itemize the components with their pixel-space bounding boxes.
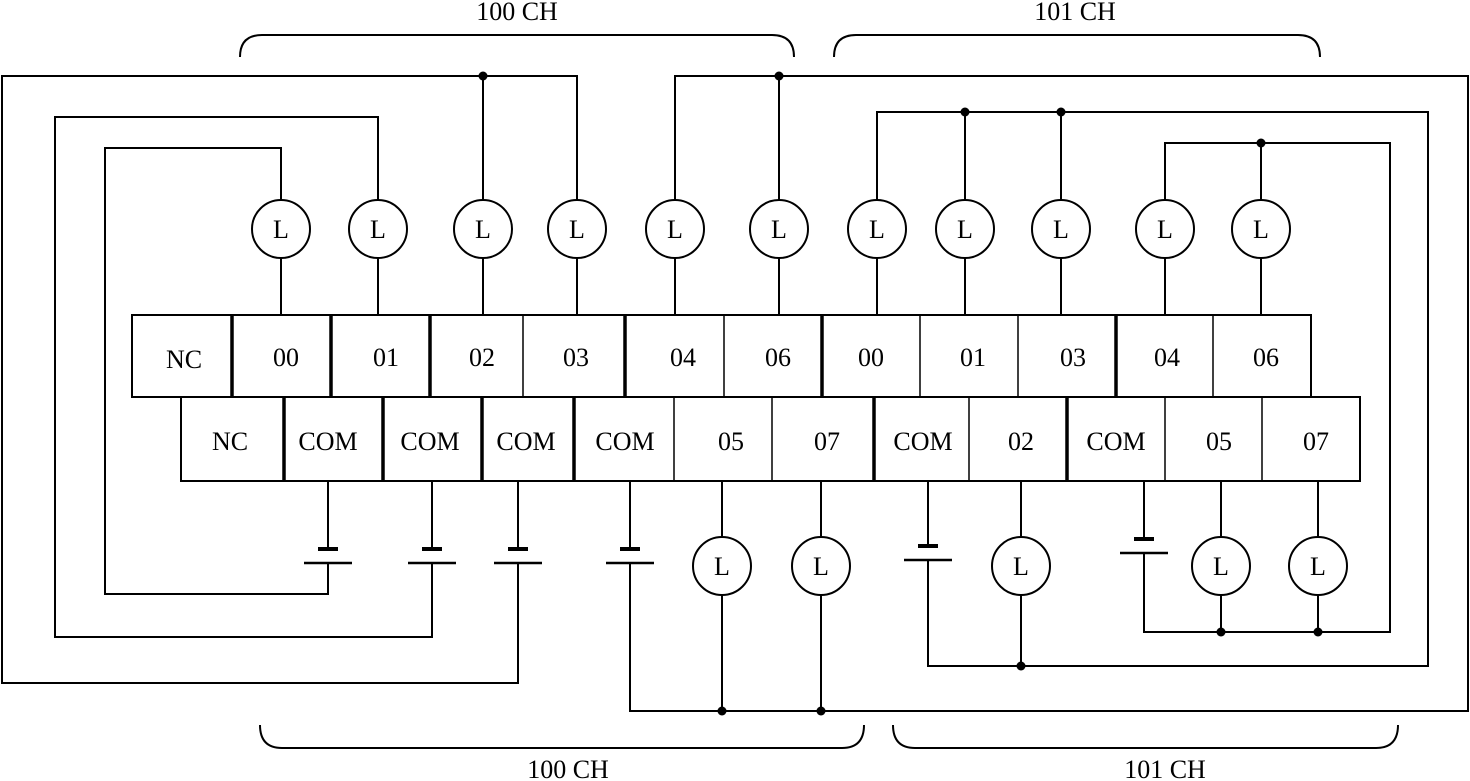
terminal-row-top-frame bbox=[131, 314, 1312, 398]
terminal-top-5: 04 bbox=[670, 343, 696, 372]
lamp-icon: L bbox=[1231, 199, 1291, 259]
lamp-icon: L bbox=[645, 199, 705, 259]
channel-brace-bottom-101 bbox=[892, 724, 1399, 749]
lamp-icon: L bbox=[791, 536, 851, 596]
lamp-label: L bbox=[370, 215, 386, 244]
terminal-top-3: 02 bbox=[469, 343, 495, 372]
terminal-top-7: 00 bbox=[858, 343, 884, 372]
lamp-label: L bbox=[1013, 552, 1029, 581]
junction-dot bbox=[960, 107, 970, 117]
terminal-bottom-3: COM bbox=[496, 427, 555, 456]
lamp-icon: L bbox=[991, 536, 1051, 596]
lamp-label: L bbox=[869, 215, 885, 244]
channel-label-top-101: 101 CH bbox=[1034, 0, 1116, 26]
lamp-label: L bbox=[1213, 552, 1229, 581]
terminal-top-6: 06 bbox=[765, 343, 791, 372]
lamp-label: L bbox=[667, 215, 683, 244]
terminal-bottom-11: 07 bbox=[1303, 427, 1329, 456]
lamp-icon: L bbox=[251, 199, 311, 259]
lamp-label: L bbox=[1053, 215, 1069, 244]
wire-100-00-loop bbox=[104, 147, 329, 595]
lamp-icon: L bbox=[692, 536, 752, 596]
terminal-bottom-2: COM bbox=[400, 427, 459, 456]
wire-101-00-03-loop bbox=[876, 111, 1429, 667]
terminal-top-4: 03 bbox=[563, 343, 589, 372]
junction-dots bbox=[478, 71, 1323, 716]
terminal-top-2: 01 bbox=[373, 343, 399, 372]
lamp-icon: L bbox=[935, 199, 995, 259]
channel-label-top-100: 100 CH bbox=[476, 0, 558, 26]
battery-symbol bbox=[606, 547, 654, 565]
terminal-top-0: NC bbox=[166, 345, 202, 374]
lamp-label: L bbox=[813, 552, 829, 581]
terminal-bottom-9: COM bbox=[1086, 427, 1145, 456]
terminal-bottom-4: COM bbox=[595, 427, 654, 456]
lamp-icon: L bbox=[1191, 536, 1251, 596]
wire-outer-right-loop bbox=[629, 75, 1469, 712]
lamp-label: L bbox=[1157, 215, 1173, 244]
lamp-label: L bbox=[273, 215, 289, 244]
wire-100-01-loop bbox=[54, 116, 433, 638]
wire-outer-left-loop bbox=[1, 75, 519, 684]
lamp-icon: L bbox=[1135, 199, 1195, 259]
junction-dot bbox=[717, 706, 727, 716]
terminal-row-bottom: NC COM COM COM COM 05 07 COM 02 COM 05 0… bbox=[180, 396, 1361, 482]
junction-dot bbox=[1016, 661, 1026, 671]
lamp-icon: L bbox=[453, 199, 513, 259]
terminal-bottom-8: 02 bbox=[1008, 427, 1034, 456]
wire-101-04-06-loop bbox=[1143, 142, 1391, 633]
lamp-label: L bbox=[475, 215, 491, 244]
channel-brace-bottom-100 bbox=[259, 724, 865, 749]
junction-dot bbox=[1256, 138, 1266, 148]
terminal-top-8: 01 bbox=[960, 343, 986, 372]
terminal-bottom-6: 07 bbox=[814, 427, 840, 456]
terminal-top-9: 03 bbox=[1060, 343, 1086, 372]
lamp-icon: L bbox=[348, 199, 408, 259]
batteries bbox=[304, 537, 1168, 565]
terminal-bottom-1: COM bbox=[298, 427, 357, 456]
terminal-row-top: NC 00 01 02 03 04 06 00 01 03 04 06 bbox=[131, 314, 1312, 398]
lamp-label: L bbox=[569, 215, 585, 244]
lamp-label: L bbox=[714, 552, 730, 581]
channel-label-bottom-101: 101 CH bbox=[1124, 755, 1206, 781]
battery-symbol bbox=[904, 544, 952, 562]
wire-100-02-03-loop bbox=[482, 75, 578, 200]
channel-label-bottom-100: 100 CH bbox=[527, 755, 609, 781]
battery-symbol bbox=[304, 547, 352, 565]
terminal-top-10: 04 bbox=[1154, 343, 1180, 372]
battery-symbol bbox=[1120, 537, 1168, 555]
top-lamps: L L L L L L L L L L L bbox=[251, 199, 1291, 259]
wiring bbox=[1, 75, 1469, 712]
terminal-top-1: 00 bbox=[273, 343, 299, 372]
lamp-label: L bbox=[771, 215, 787, 244]
junction-dot bbox=[1313, 627, 1323, 637]
battery-symbol bbox=[494, 547, 542, 565]
lamp-icon: L bbox=[1288, 536, 1348, 596]
lamp-label: L bbox=[957, 215, 973, 244]
junction-dot bbox=[478, 71, 488, 81]
junction-dot bbox=[1056, 107, 1066, 117]
junction-dot bbox=[1216, 627, 1226, 637]
terminal-bottom-0: NC bbox=[212, 427, 248, 456]
junction-dot bbox=[816, 706, 826, 716]
battery-symbol bbox=[408, 547, 456, 565]
lamp-icon: L bbox=[749, 199, 809, 259]
wire-100-04-06-loop bbox=[674, 75, 780, 200]
terminal-bottom-5: 05 bbox=[718, 427, 744, 456]
lamp-icon: L bbox=[1031, 199, 1091, 259]
lamp-icon: L bbox=[847, 199, 907, 259]
terminal-row-bottom-frame bbox=[180, 396, 1361, 482]
lamp-label: L bbox=[1253, 215, 1269, 244]
lamp-icon: L bbox=[547, 199, 607, 259]
terminal-top-11: 06 bbox=[1253, 343, 1279, 372]
channel-brace-top-100 bbox=[239, 34, 795, 58]
channel-brace-top-101 bbox=[833, 34, 1321, 58]
lamp-label: L bbox=[1310, 552, 1326, 581]
terminal-bottom-7: COM bbox=[893, 427, 952, 456]
bottom-lamps: L L L L L bbox=[692, 536, 1348, 596]
terminal-bottom-10: 05 bbox=[1206, 427, 1232, 456]
junction-dot bbox=[774, 71, 784, 81]
